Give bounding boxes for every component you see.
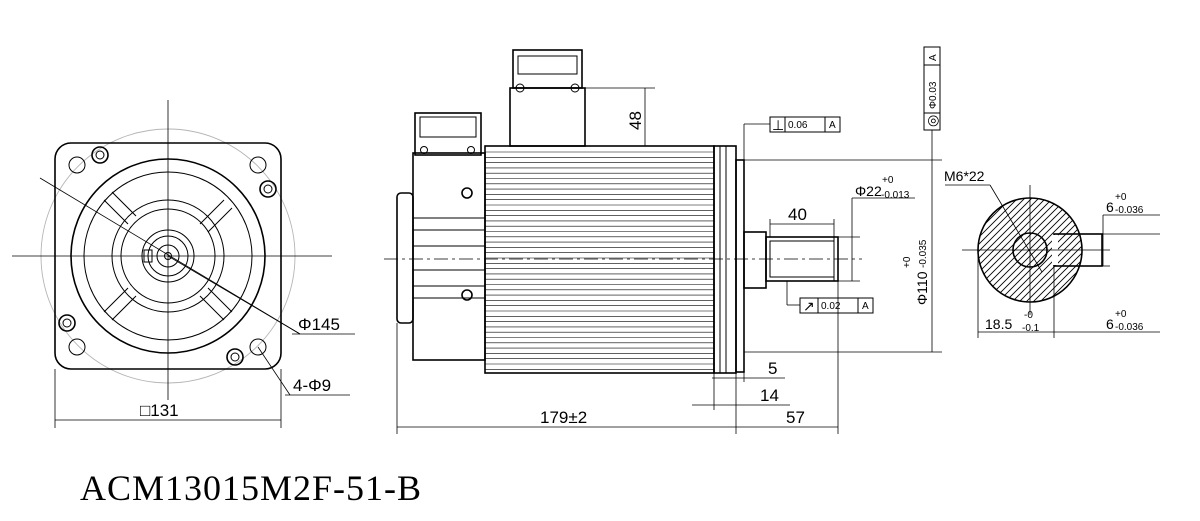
- body-front-ring: [713, 145, 737, 374]
- power-connector-top: [517, 55, 578, 75]
- body-length-label: 179±2: [540, 408, 587, 427]
- power-connector: [509, 87, 586, 147]
- thread-label: M6*22: [944, 168, 985, 184]
- gdt-runout-symbol: ↗: [803, 298, 815, 314]
- square-label: □131: [140, 401, 179, 420]
- encoder-housing: [412, 152, 486, 361]
- motor-body: [484, 145, 715, 374]
- flange-ribs: [103, 191, 233, 321]
- gdt-perpendicularity-frame: ⊥ 0.06 A: [769, 116, 841, 133]
- gdt-runout-frame: ↗ 0.02 A: [799, 297, 874, 314]
- connector-height-label: 48: [626, 111, 645, 130]
- bolt-circle-label: Φ145: [298, 315, 340, 334]
- gdt-perp-symbol: ⊥: [772, 117, 784, 133]
- key-depth-tol-lower: -0.1: [1022, 323, 1040, 334]
- pilot-dia-tol-lower: -0.035: [918, 239, 929, 268]
- encoder-connector-cap: [419, 116, 477, 138]
- pilot: [743, 231, 767, 289]
- thread-leader: [989, 184, 1043, 273]
- power-connector-cap: [512, 49, 583, 89]
- pilot-dia-label: Φ110: [914, 271, 930, 305]
- gdt-runout-value: 0.02: [821, 301, 841, 312]
- front-flange: [735, 159, 745, 373]
- shaft-dia-tol-upper: +0: [882, 175, 894, 186]
- key-depth-label: 18.5: [985, 316, 1012, 332]
- bolt-heads: [58, 146, 277, 366]
- shaft-length-label: 57: [786, 408, 805, 427]
- gdt-perp-datum: A: [829, 120, 836, 131]
- encoder-housing-bands: [413, 217, 485, 299]
- mounting-holes: [68, 156, 267, 356]
- dim-5-label: 5: [768, 359, 777, 378]
- pilot-dia-tol-upper: +0: [902, 256, 913, 268]
- encoder-screws: [461, 187, 473, 301]
- bolt-circle-leader: [167, 255, 301, 335]
- key-width-bottom-tol-lower: -0.036: [1115, 322, 1144, 333]
- side-view: 48 179±2 57 14 5 40 Φ22 +0 -0.013: [384, 46, 942, 434]
- key-width-bottom-tol-upper: +0: [1115, 309, 1127, 320]
- shaft-dia-tol-lower: -0.013: [881, 190, 910, 201]
- gdt-perp-value: 0.06: [788, 120, 808, 131]
- dim-14-label: 14: [760, 386, 779, 405]
- key-length-label: 40: [788, 205, 807, 224]
- gdt-conc-datum: A: [928, 54, 939, 61]
- model-number: ACM13015M2F-51-B: [80, 468, 422, 508]
- key-width-top-tol-upper: +0: [1115, 192, 1127, 203]
- gdt-conc-symbol: ◎: [924, 115, 940, 127]
- holes-leader: [257, 346, 291, 396]
- key-width-top-label: 6: [1106, 199, 1114, 215]
- key-width-top-tol-lower: -0.036: [1115, 205, 1144, 216]
- rear-cap: [396, 192, 414, 324]
- gdt-concentricity-frame: ◎ Φ0.03 A: [923, 46, 941, 131]
- encoder-connector: [414, 112, 482, 156]
- shaft-dia-label: Φ22: [855, 183, 882, 199]
- holes-label: 4-Φ9: [293, 376, 331, 395]
- key-depth-tol-upper: -0: [1024, 310, 1033, 321]
- gdt-runout-datum: A: [862, 301, 869, 312]
- key-width-bottom-label: 6: [1106, 316, 1114, 332]
- cooling-fins: [485, 151, 714, 370]
- front-view: Φ145 4-Φ9 □131: [12, 100, 355, 428]
- gdt-conc-value: Φ0.03: [928, 81, 939, 109]
